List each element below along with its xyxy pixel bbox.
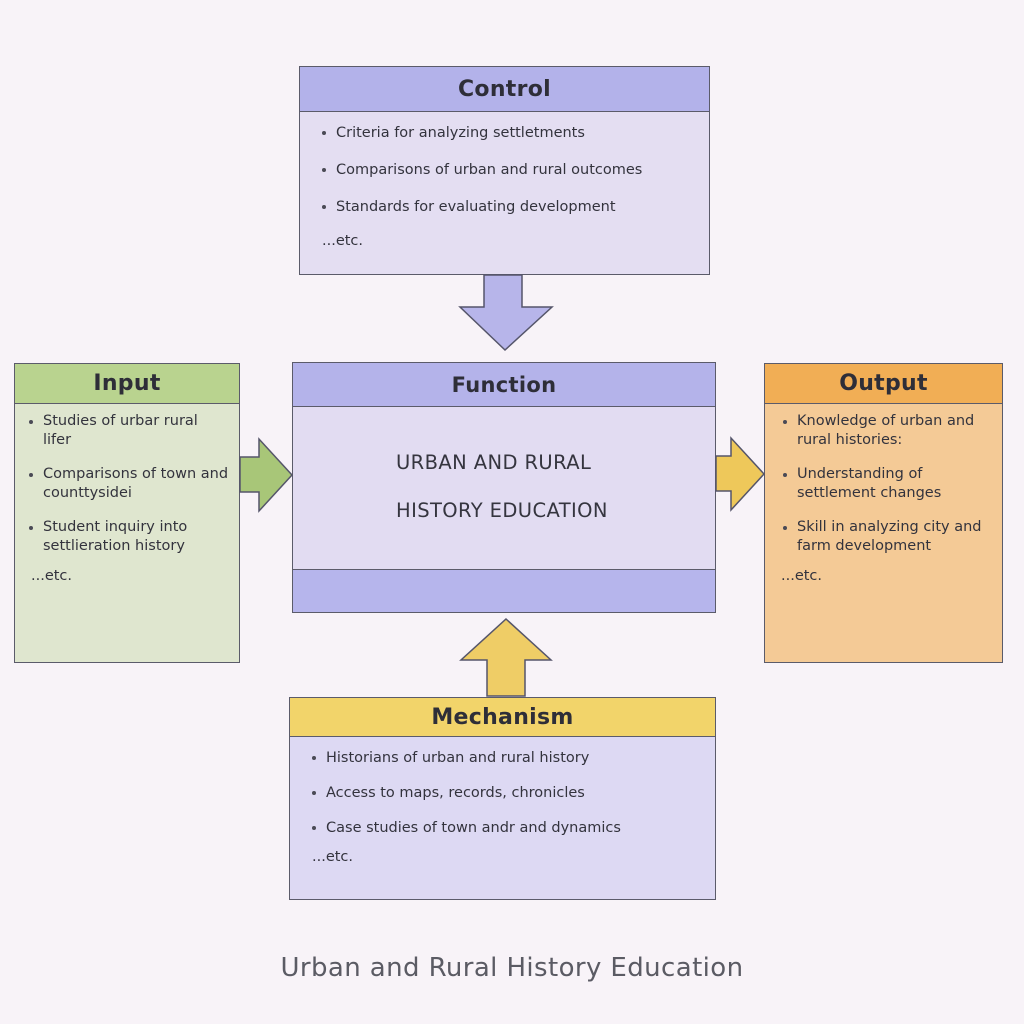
control-title: Control — [300, 67, 709, 112]
input-item: Comparisons of town and counttysidei — [25, 465, 230, 503]
mechanism-etc: ...etc. — [312, 849, 354, 865]
control-box: Control Criteria for analyzing settletme… — [299, 66, 710, 275]
input-title: Input — [15, 364, 239, 404]
function-title: Function — [293, 363, 715, 407]
control-list: Criteria for analyzing settletments Comp… — [318, 123, 642, 234]
input-item: Studies of urbar rural lifer — [25, 412, 230, 450]
arrow-right-icon — [715, 436, 766, 512]
output-title: Output — [765, 364, 1002, 404]
mechanism-box: Mechanism Historians of urban and rural … — [289, 697, 716, 900]
control-item: Standards for evaluating development — [318, 197, 642, 217]
function-bottom-band — [293, 569, 715, 612]
mechanism-item: Case studies of town andr and dynamics — [308, 818, 621, 838]
input-etc: ...etc. — [31, 568, 73, 584]
output-etc: ...etc. — [781, 568, 823, 584]
diagram-caption: Urban and Rural History Education — [280, 953, 744, 983]
output-item: Knowledge of urban and rural histories: — [779, 412, 1001, 450]
input-item: Student inquiry into settlieration histo… — [25, 518, 230, 556]
mechanism-item: Historians of urban and rural history — [308, 748, 621, 768]
function-main-text: URBAN AND RURAL HISTORY EDUCATION — [396, 439, 608, 535]
output-item: Understanding of settlement changes — [779, 465, 1001, 503]
control-item: Comparisons of urban and rural outcomes — [318, 160, 642, 180]
control-item: Criteria for analyzing settletments — [318, 123, 642, 143]
input-list: Studies of urbar rural lifer Comparisons… — [25, 412, 230, 571]
input-box: Input Studies of urbar rural lifer Compa… — [14, 363, 240, 663]
mechanism-title: Mechanism — [290, 698, 715, 737]
arrow-down-icon — [458, 274, 554, 352]
mechanism-list: Historians of urban and rural history Ac… — [308, 748, 621, 853]
arrow-up-icon — [459, 617, 553, 697]
control-etc: ...etc. — [322, 233, 364, 249]
arrow-right-icon — [239, 437, 294, 513]
function-line-2: HISTORY EDUCATION — [396, 499, 608, 522]
function-box: Function URBAN AND RURAL HISTORY EDUCATI… — [292, 362, 716, 613]
output-list: Knowledge of urban and rural histories: … — [779, 412, 1001, 571]
output-box: Output Knowledge of urban and rural hist… — [764, 363, 1003, 663]
function-line-1: URBAN AND RURAL — [396, 451, 592, 474]
mechanism-item: Access to maps, records, chronicles — [308, 783, 621, 803]
output-item: Skill in analyzing city and farm develop… — [779, 518, 1001, 556]
